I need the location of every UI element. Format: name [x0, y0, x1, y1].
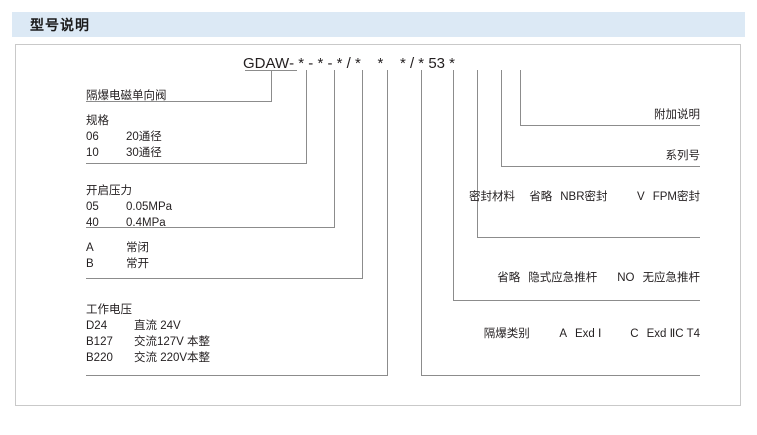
model-code-last: *: [445, 55, 456, 72]
cracking-pressure-code: 05: [86, 201, 99, 213]
seal-material-title: 密封材料: [469, 191, 516, 203]
seal-material-code: 省略: [529, 191, 553, 203]
label-valve-mode: A 常闭 B 常开: [86, 240, 149, 272]
working-voltage-desc: 交流127V 本整: [134, 336, 211, 348]
explosion-class-desc: Exd Ⅰ: [575, 328, 602, 340]
specification-row: 06 20通径: [86, 129, 162, 145]
label-cracking-pressure: 开启压力 05 0.05MPa 40 0.4MPa: [86, 183, 172, 231]
working-voltage-code: B127: [86, 336, 113, 348]
explosion-class-code: C: [630, 328, 639, 340]
label-product-name: 隔爆电磁单向阀: [86, 88, 167, 104]
push-rod-code: NO: [617, 272, 635, 284]
working-voltage-desc: 交流 220V本整: [134, 352, 211, 364]
additional-note-title: 附加说明: [654, 109, 700, 121]
seal-material-desc: NBR密封: [560, 191, 608, 203]
seal-material-desc: FPM密封: [652, 191, 700, 203]
valve-mode-row: B 常开: [86, 256, 149, 272]
push-rod-desc: 无应急推杆: [642, 272, 701, 284]
push-rod-code: 省略: [497, 272, 521, 284]
seal-material-row: V FPM密封: [611, 191, 700, 203]
working-voltage-row: D24 直流 24V: [86, 318, 210, 334]
cracking-pressure-row: 40 0.4MPa: [86, 215, 172, 231]
push-rod-row: 省略隐式应急推杆: [486, 272, 600, 284]
valve-mode-code: B: [86, 258, 94, 270]
label-series-no: 系列号: [666, 148, 701, 164]
cracking-pressure-desc: 0.05MPa: [126, 201, 173, 213]
specification-code: 06: [86, 131, 99, 143]
page-title: 型号说明: [30, 17, 90, 33]
working-voltage-code: D24: [86, 320, 108, 332]
push-rod-row: NO 无应急推杆: [601, 272, 701, 284]
valve-mode-code: A: [86, 242, 94, 254]
cracking-pressure-title: 开启压力: [86, 185, 132, 197]
label-push-rod: 省略隐式应急推杆 NO 无应急推杆: [486, 270, 700, 286]
specification-code: 10: [86, 147, 99, 159]
working-voltage-desc: 直流 24V: [134, 320, 181, 332]
label-specification: 规格 06 20通径 10 30通径: [86, 113, 162, 161]
seal-material-code: V: [637, 191, 645, 203]
valve-mode-desc: 常开: [126, 258, 149, 270]
explosion-class-title: 隔爆类别: [483, 328, 530, 340]
product-name-title: 隔爆电磁单向阀: [86, 90, 167, 102]
working-voltage-row: B127 交流127V 本整: [86, 334, 210, 350]
specification-desc: 20通径: [126, 131, 162, 143]
label-explosion-class: 隔爆类别 A Exd Ⅰ C Exd ⅡC T4: [484, 326, 700, 342]
model-code-series: 53: [428, 55, 445, 72]
working-voltage-row: B220 交流 220V本整: [86, 350, 210, 366]
model-code-tail: ‑ * ‑ * ‑ * / * * * / *: [289, 55, 429, 72]
explosion-class-row: C Exd ⅡC T4: [605, 328, 700, 340]
specification-title: 规格: [86, 115, 109, 127]
working-voltage-title: 工作电压: [86, 304, 132, 316]
specification-row: 10 30通径: [86, 145, 162, 161]
specification-desc: 30通径: [126, 147, 162, 159]
cracking-pressure-row: 05 0.05MPa: [86, 199, 172, 215]
push-rod-desc: 隐式应急推杆: [528, 272, 598, 284]
series-no-title: 系列号: [665, 150, 701, 162]
section-header-bar: [12, 12, 745, 37]
valve-mode-row: A 常闭: [86, 240, 149, 256]
label-seal-material: 密封材料 省略 NBR密封 V FPM密封: [469, 189, 700, 205]
working-voltage-code: B220: [86, 352, 113, 364]
model-code-prefix: GDAW: [243, 55, 290, 72]
label-working-voltage: 工作电压 D24 直流 24V B127 交流127V 本整 B220 交流 220V…: [86, 302, 210, 366]
cracking-pressure-desc: 0.4MPa: [126, 217, 166, 229]
label-additional-note: 附加说明: [654, 107, 700, 123]
model-code: GDAW‑ * ‑ * ‑ * / * * * / * 53 *: [243, 55, 455, 72]
explosion-class-row: A Exd Ⅰ: [533, 328, 605, 340]
explosion-class-code: A: [559, 328, 567, 340]
cracking-pressure-code: 40: [86, 217, 99, 229]
explosion-class-desc: Exd ⅡC T4: [646, 328, 700, 340]
seal-material-row: 省略 NBR密封: [518, 191, 610, 203]
valve-mode-desc: 常闭: [126, 242, 149, 254]
